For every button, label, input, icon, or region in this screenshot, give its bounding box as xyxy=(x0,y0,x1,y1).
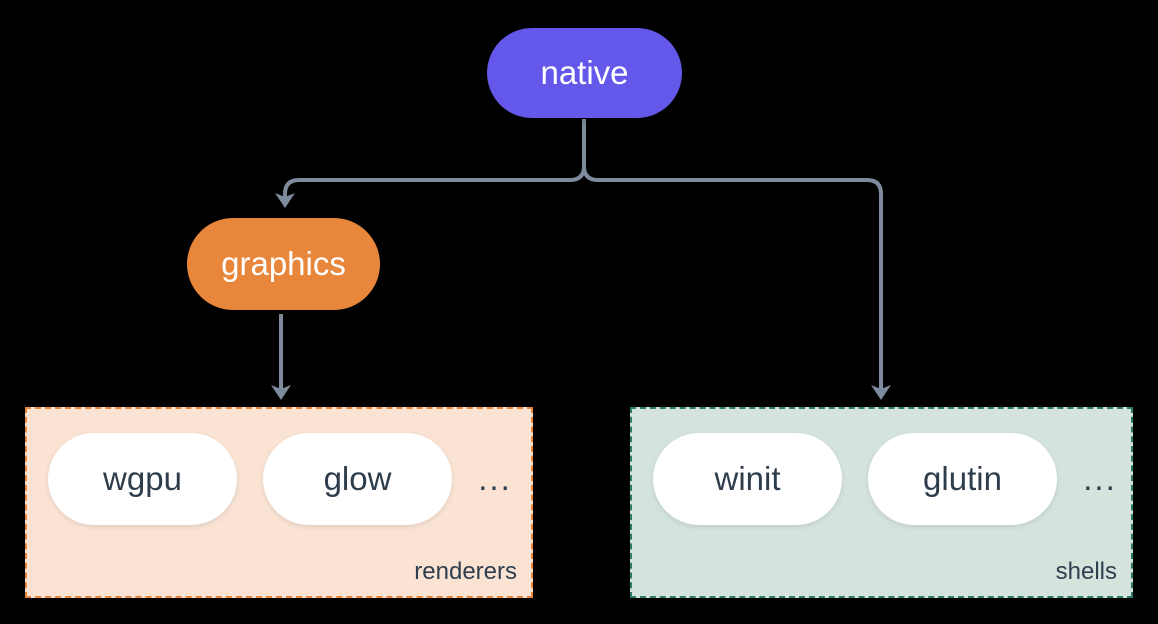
pill-wgpu: wgpu xyxy=(48,433,237,525)
renderers-ellipsis: ... xyxy=(478,460,512,497)
arrowhead-renderers xyxy=(271,385,291,400)
arrowhead-shells xyxy=(871,385,891,400)
arrowhead-graphics xyxy=(275,193,295,208)
pill-winit-label: winit xyxy=(714,460,781,497)
edge-native-shells xyxy=(582,165,883,389)
shells-ellipsis: ... xyxy=(1083,460,1117,497)
pill-glutin: glutin xyxy=(868,433,1057,525)
pill-glow-label: glow xyxy=(323,460,392,497)
node-graphics: graphics xyxy=(187,218,380,310)
node-graphics-label: graphics xyxy=(221,245,346,282)
node-native: native xyxy=(487,28,682,118)
group-renderers: wgpu glow ... renderers xyxy=(25,407,533,598)
pill-winit: winit xyxy=(653,433,842,525)
pill-wgpu-label: wgpu xyxy=(103,460,182,497)
pill-glutin-label: glutin xyxy=(923,460,1002,497)
group-renderers-label: renderers xyxy=(414,558,517,585)
node-native-label: native xyxy=(540,54,629,91)
group-shells: winit glutin ... shells xyxy=(630,407,1133,598)
edge-native-graphics xyxy=(283,165,586,197)
group-shells-label: shells xyxy=(1055,558,1117,585)
pill-glow: glow xyxy=(263,433,452,525)
